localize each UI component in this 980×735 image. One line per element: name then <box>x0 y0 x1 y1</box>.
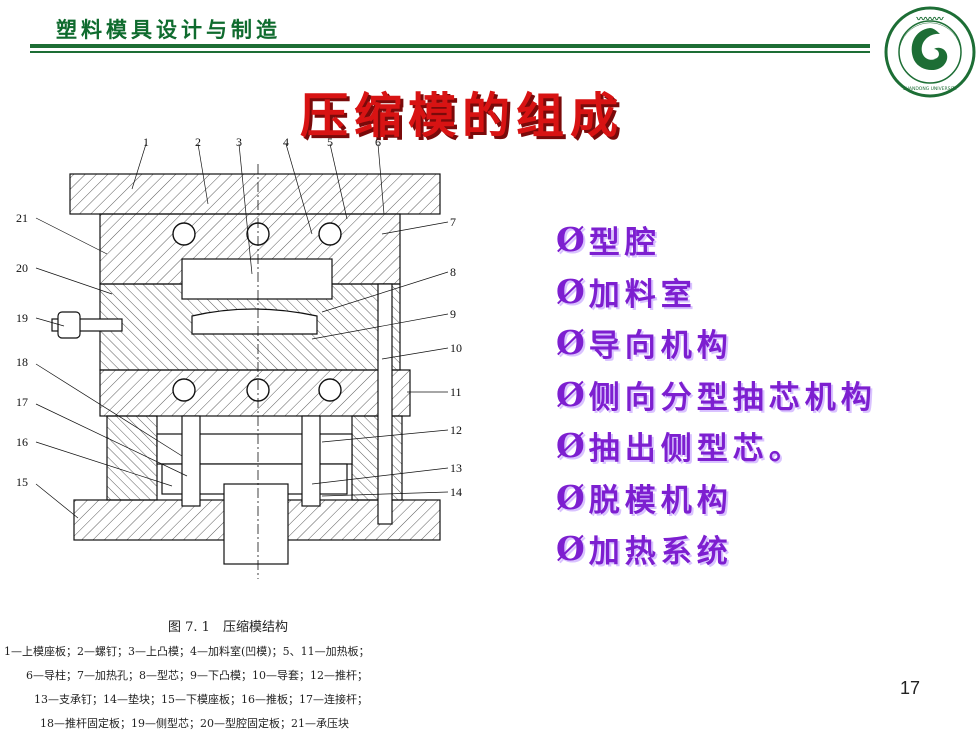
figure-legend-line: 1—上模座板；2—螺钉；3—上凸模；4—加料室(凹模)；5、11—加热板； <box>4 645 370 658</box>
list-item-label: 侧向分型抽芯机构 <box>588 379 877 416</box>
list-item-label: 导向机构 <box>588 328 733 365</box>
callout-label: 14 <box>450 485 462 499</box>
callout-label: 13 <box>450 461 462 475</box>
callout-label: 5 <box>327 135 333 149</box>
callout-label: 3 <box>236 135 242 149</box>
bullet-marker: Ø <box>556 323 585 363</box>
bullet-marker: Ø <box>556 220 585 260</box>
list-item-label: 抽出侧型芯。 <box>588 431 805 468</box>
figure-caption: 图 7. 1 压缩模结构 <box>168 620 288 635</box>
callout-label: 6 <box>375 135 381 149</box>
bullet-marker: Ø <box>556 477 585 517</box>
figure-legend-line: 13—支承钉；14—垫块；15—下模座板；16—推板；17—连接杆； <box>34 693 368 706</box>
bullet-marker: Ø <box>556 529 585 569</box>
callout-label: 12 <box>450 423 462 437</box>
callout-label: 4 <box>283 135 289 149</box>
callout-label: 8 <box>450 265 456 279</box>
callout-label: 15 <box>16 475 28 489</box>
page-number: 17 <box>900 678 921 698</box>
slide-title: 压缩模的组成 <box>300 88 625 144</box>
university-logo-icon: 〰〰〰 SHANDONG UNIVERSITY <box>884 6 976 98</box>
list-item-label: 加热系统 <box>588 534 733 571</box>
callout-label: 19 <box>16 311 28 325</box>
callout-label: 16 <box>16 435 28 449</box>
callout-label: 21 <box>16 211 28 225</box>
callout-label: 9 <box>450 307 456 321</box>
callout-label: 11 <box>450 385 462 399</box>
figure-legend-line: 18—推杆固定板；19—侧型芯；20—型腔固定板；21—承压块 <box>40 717 349 730</box>
course-title: 塑料模具设计与制造 <box>56 17 281 42</box>
callout-label: 2 <box>195 135 201 149</box>
callout-label: 1 <box>143 135 149 149</box>
list-item-label: 脱模机构 <box>588 482 733 519</box>
header-rule-thick <box>30 44 870 48</box>
callout-label: 20 <box>16 261 28 275</box>
bullet-marker: Ø <box>556 374 585 414</box>
svg-text:〰〰〰: 〰〰〰 <box>915 15 944 25</box>
header-rule-thin <box>30 51 870 53</box>
bullet-marker: Ø <box>556 271 585 311</box>
callout-label: 10 <box>450 341 462 355</box>
callout-label: 17 <box>16 395 28 409</box>
callout-label: 7 <box>450 215 456 229</box>
svg-text:SHANDONG UNIVERSITY: SHANDONG UNIVERSITY <box>903 86 958 92</box>
bullet-marker: Ø <box>556 426 585 466</box>
figure-legend-line: 6—导柱；7—加热孔；8—型芯；9—下凸模；10—导套；12—推杆； <box>26 669 368 682</box>
list-item-label: 型腔 <box>588 225 661 262</box>
list-item-label: 加料室 <box>588 276 697 313</box>
compression-mold-drawing: 1 2 3 4 5 6 21 20 19 18 17 16 15 7 8 9 1… <box>16 135 462 579</box>
callout-label: 18 <box>16 355 28 369</box>
